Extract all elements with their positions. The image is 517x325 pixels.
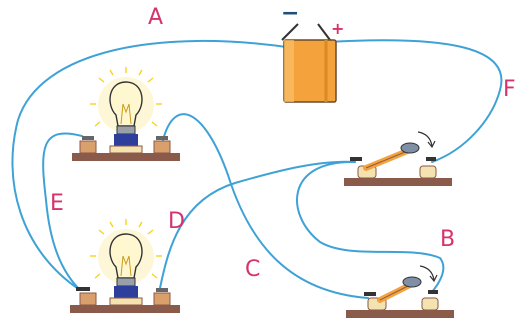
battery-icon [281, 23, 337, 103]
label-a: A [148, 5, 163, 30]
knife-switch-icon [346, 265, 454, 318]
label-f: F [503, 77, 516, 102]
upper-bulb-board [72, 136, 180, 161]
wire-a [11, 40, 294, 291]
wires [11, 39, 503, 299]
label-b: B [440, 227, 455, 252]
battery-minus-label: − [281, 1, 299, 26]
label-d: D [168, 209, 185, 234]
wire-c [162, 113, 369, 299]
knife-switch-icon [344, 131, 452, 186]
wire-f [327, 39, 503, 163]
terminal-icon [79, 136, 97, 154]
battery-plus-label: + [331, 19, 344, 38]
terminal-icon [153, 288, 171, 306]
light-bulb-icon [90, 67, 162, 154]
terminal-icon [76, 287, 97, 306]
wire-d [159, 160, 356, 289]
light-bulb-icon [90, 219, 162, 306]
label-e: E [50, 191, 64, 216]
wire-b [296, 160, 445, 293]
lower-bulb-board [70, 287, 180, 313]
terminal-icon [153, 136, 171, 154]
wire-e [42, 132, 83, 291]
label-c: C [245, 257, 260, 282]
